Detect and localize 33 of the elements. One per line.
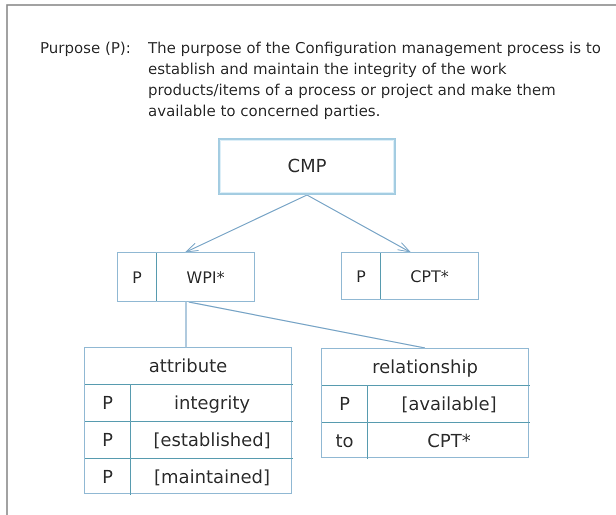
connector-line — [188, 301, 426, 349]
table — [84, 347, 292, 494]
process-box — [218, 138, 396, 195]
definition-text: The purpose of the Configuration management process is to establish and maintain the integrity of the work products/items of a process or project and make them available to concerned parties. — [148, 38, 602, 122]
table-row — [85, 384, 293, 421]
key-label: to — [322, 423, 368, 459]
key-label: P — [85, 422, 131, 458]
value-label: [maintained] — [152, 466, 271, 490]
entity-box — [341, 252, 479, 300]
key-label: P — [342, 253, 381, 299]
key-label: P — [85, 459, 131, 495]
term-label: Purpose (P): — [40, 38, 132, 59]
table-header: relationship — [371, 356, 479, 380]
connector-line — [185, 302, 187, 347]
value-label: CPT* — [409, 266, 450, 288]
key-label: P — [85, 385, 131, 421]
table-row — [85, 421, 293, 458]
value-label: WPI* — [185, 266, 226, 288]
key-label: P — [322, 386, 368, 422]
value-label: integrity — [172, 392, 252, 416]
table-row — [322, 422, 530, 459]
table-row — [322, 385, 530, 422]
arrow — [306, 194, 410, 253]
value-label: [established] — [152, 428, 272, 452]
key-label: P — [118, 253, 157, 301]
arrow — [186, 194, 308, 253]
value-label: [available] — [400, 392, 498, 416]
entity-box — [117, 252, 255, 302]
table-row — [85, 458, 293, 495]
value-label: CPT* — [426, 430, 472, 454]
table-header: attribute — [148, 354, 228, 378]
node-label: CMP — [286, 155, 328, 179]
table — [321, 348, 529, 458]
